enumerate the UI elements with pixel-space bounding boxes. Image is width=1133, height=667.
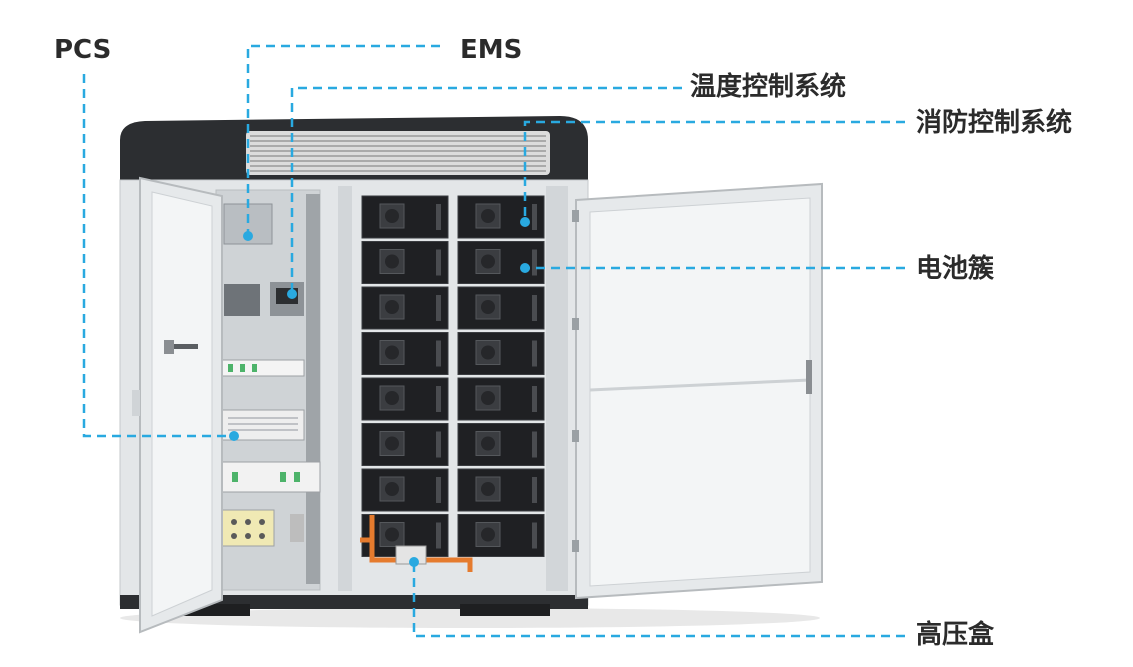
leader-dot-fire [520, 217, 530, 227]
battery-module [457, 423, 545, 466]
right-open-door [572, 182, 823, 600]
battery-module [361, 195, 449, 239]
battery-module [457, 377, 545, 421]
leader-line-fire [523, 120, 905, 220]
label-battery-cluster: 电池簇 [916, 254, 995, 284]
battery-module [361, 423, 449, 466]
battery-module [457, 514, 545, 557]
battery-module [457, 195, 545, 239]
leader-dot-thermal [287, 289, 297, 299]
electrical-compartment [215, 189, 321, 591]
leader-dot-pcs [229, 431, 239, 441]
label-ems: EMS [460, 35, 523, 65]
battery-module [361, 377, 449, 421]
battery-module [457, 332, 545, 375]
battery-module [457, 286, 545, 330]
cabinet-top-hood [120, 116, 588, 182]
leader-line-thermal [290, 86, 682, 294]
leader-lines [82, 44, 905, 638]
battery-cluster [361, 195, 545, 557]
leader-dot-battery [520, 263, 530, 273]
leader-line-hvbox [412, 562, 905, 638]
battery-module [457, 468, 545, 512]
battery-module [361, 468, 449, 512]
ground-shadow [120, 608, 820, 628]
leader-line-ems [246, 44, 440, 236]
label-hv-box: 高压盒 [916, 620, 995, 650]
battery-module [361, 332, 449, 375]
leader-dots [229, 217, 530, 567]
label-thermal-control: 温度控制系统 [690, 72, 847, 102]
leader-line-pcs [82, 74, 234, 438]
leader-dot-ems [243, 231, 253, 241]
label-fire-control: 消防控制系统 [916, 108, 1073, 138]
leader-dot-hvbox [409, 557, 419, 567]
battery-module [361, 286, 449, 330]
left-open-door [132, 176, 223, 634]
battery-module [361, 241, 449, 284]
label-pcs: PCS [54, 35, 112, 65]
battery-module [457, 241, 545, 284]
